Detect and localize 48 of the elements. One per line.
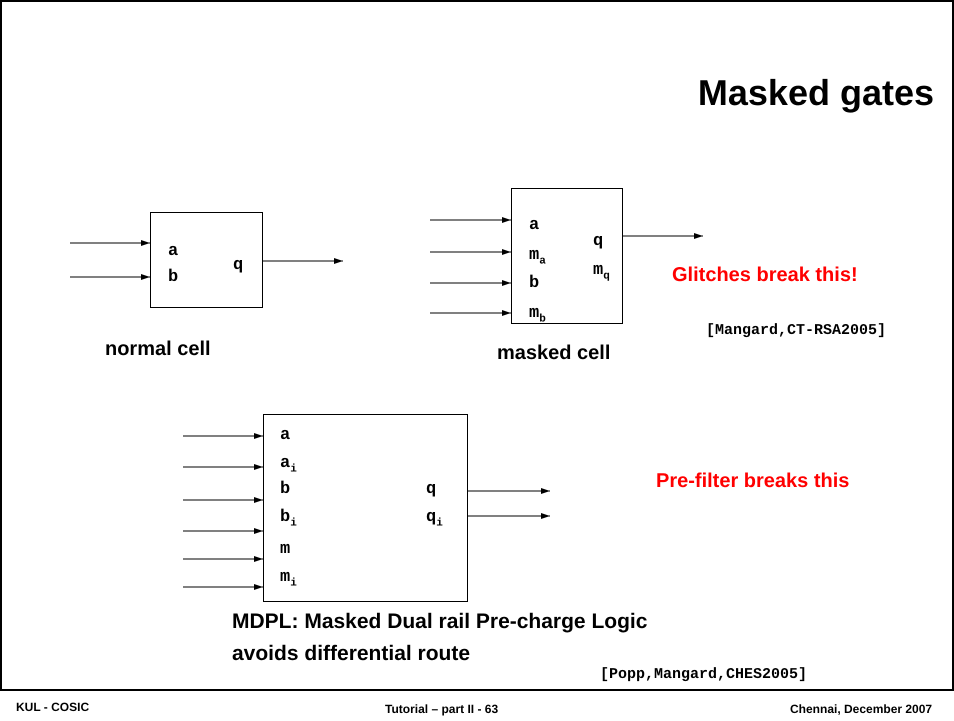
annotation-text: Glitches break this! (672, 264, 858, 287)
logic-cell-box (150, 212, 263, 308)
arrow (182, 433, 264, 439)
signal-name: m$_{i}$ (280, 569, 297, 592)
description-text: avoids differential route (232, 642, 470, 666)
arrow (182, 528, 264, 534)
signal-name: q$_{i}$ (426, 509, 443, 532)
signal-name: a (168, 243, 178, 261)
reference-citation: [Mangard,CT-RSA2005] (706, 322, 886, 339)
signal-name: b (168, 269, 178, 287)
footer-text: Tutorial – part II - 63 (385, 702, 498, 716)
arrow (70, 274, 150, 280)
reference-citation: [Popp,Mangard,CHES2005] (600, 666, 808, 683)
arrow (182, 464, 264, 470)
signal-name: q (426, 481, 436, 499)
signal-name: m$_{a}$ (529, 247, 546, 270)
slide-title: Masked gates (698, 72, 934, 114)
signal-name: a$_{i}$ (280, 455, 297, 478)
signal-name: m$_{q}$ (593, 262, 610, 284)
description-text: MDPL: Masked Dual rail Pre-charge Logic (232, 610, 648, 634)
logic-cell-box (511, 188, 623, 324)
footer-text: Chennai, December 2007 (790, 702, 932, 716)
cell-caption: normal cell (105, 338, 211, 361)
footer-text: KUL - COSIC (16, 700, 90, 714)
cell-caption: masked cell (497, 342, 610, 365)
signal-name: m (280, 541, 290, 559)
arrow (262, 258, 344, 264)
arrow (430, 280, 512, 286)
arrow (182, 584, 264, 590)
arrow (430, 249, 512, 255)
signal-name: a (280, 427, 290, 445)
signal-name: b (280, 481, 290, 499)
signal-name: b$_{i}$ (280, 509, 297, 532)
arrow (468, 513, 550, 519)
arrow (70, 240, 150, 246)
arrow (182, 497, 264, 503)
arrow (468, 488, 550, 494)
annotation-text: Pre-filter breaks this (656, 470, 850, 493)
logic-cell-box (263, 414, 468, 602)
signal-name: q (233, 257, 244, 275)
arrow (430, 217, 512, 223)
signal-name: b (529, 275, 540, 293)
arrow (182, 556, 264, 562)
arrow (430, 310, 512, 316)
signal-name: q (593, 233, 604, 251)
signal-name: m$_{b}$ (529, 305, 546, 328)
arrow (622, 233, 704, 239)
signal-name: a (529, 217, 540, 235)
